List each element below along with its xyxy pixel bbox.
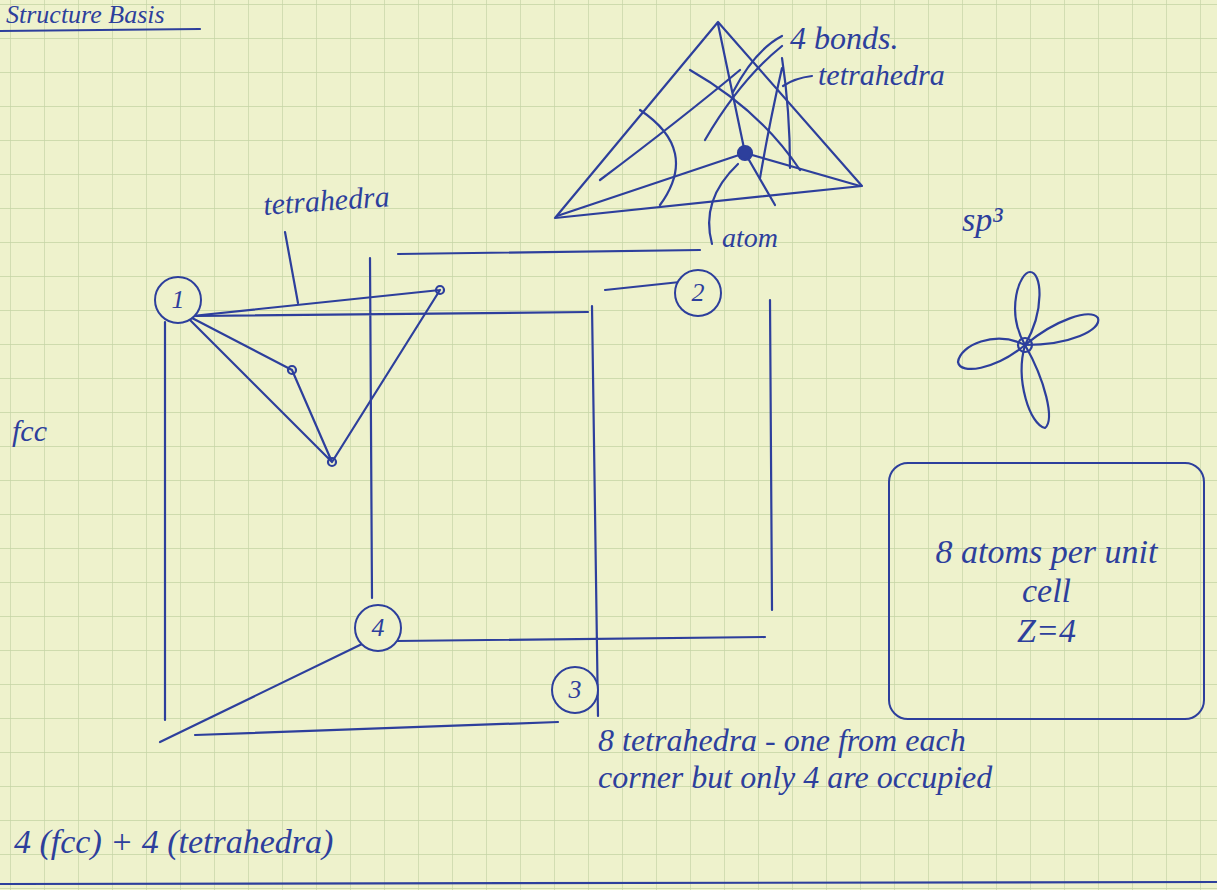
orbital-label: sp³: [962, 200, 1002, 239]
callout-number: 3: [569, 675, 582, 705]
note-label: atom: [722, 222, 778, 254]
bond-arcs: [600, 70, 800, 205]
atom-dot: [738, 146, 752, 160]
page-heading: Structure Basis: [6, 0, 165, 30]
inner-tetrahedron: [190, 290, 440, 462]
callout-number: 2: [692, 278, 705, 308]
callout-number: 4: [372, 613, 385, 643]
note-text: 4 (fcc) + 4 (tetrahedra): [14, 822, 333, 861]
corner-number: 3: [551, 666, 599, 714]
corner-number: 1: [154, 276, 202, 324]
note-box: 8 atoms per unit cellZ=4: [888, 462, 1205, 720]
orbital-lobe: [958, 339, 1025, 369]
title-underline: [0, 29, 200, 31]
orbital-lobe: [1015, 272, 1039, 345]
note-text: 8 atoms per unit cell: [914, 532, 1179, 610]
note-label: tetrahedra: [262, 179, 391, 222]
fcc-cube: [160, 250, 772, 742]
tetrahedra-leader: [285, 232, 298, 303]
note-label: 4 bonds.: [790, 20, 898, 57]
orbital-lobe: [1022, 345, 1049, 428]
bond-leaders: [705, 36, 790, 178]
note-label: tetrahedra: [818, 58, 945, 93]
orbital-nucleus: [1018, 338, 1032, 352]
lattice-label: fcc: [12, 414, 47, 449]
tetrahedra-leader: [783, 76, 812, 86]
note-text: 8 tetrahedra - one from each corner but …: [598, 722, 1038, 796]
callout-number: 1: [172, 285, 185, 315]
site-dot: [288, 366, 296, 374]
site-dot: [328, 458, 336, 466]
corner-number: 2: [674, 269, 722, 317]
corner-number: 4: [354, 604, 402, 652]
bottom-rule: [0, 882, 1217, 884]
site-dot: [436, 286, 444, 294]
orbital-lobe: [1025, 314, 1098, 345]
note-text: Z=4: [1017, 611, 1076, 650]
